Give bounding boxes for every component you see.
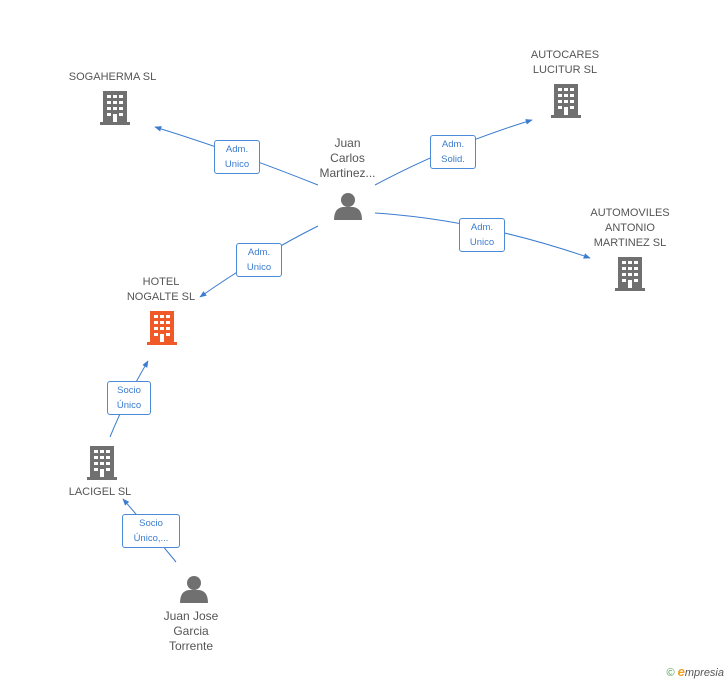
node-label-sogaherma[interactable]: SOGAHERMA SL	[68, 71, 157, 83]
building-icon[interactable]	[87, 446, 117, 480]
node-label-lacigel[interactable]: LACIGEL SL	[68, 486, 132, 498]
building-icon[interactable]	[615, 257, 645, 291]
brand-logo: e	[677, 664, 685, 679]
footer-brand: © empresia	[666, 664, 724, 679]
node-label-autocares[interactable]: AUTOCARES LUCITUR SL	[530, 49, 600, 76]
edge-label-socio-unico: Socio Único	[107, 381, 151, 415]
building-icon-highlighted[interactable]	[147, 311, 177, 345]
edge-label-adm-unico: Adm. Unico	[236, 243, 282, 277]
edge-label-adm-solid: Adm. Solid.	[430, 135, 476, 169]
person-icon[interactable]	[334, 193, 362, 220]
edge-label-socio-unico: Socio Único,...	[122, 514, 180, 548]
edge-label-adm-unico: Adm. Unico	[459, 218, 505, 252]
building-icon[interactable]	[100, 91, 130, 125]
node-label-juan-jose[interactable]: Juan Jose Garcia Torrente	[163, 609, 219, 653]
node-label-juan-carlos[interactable]: Juan Carlos Martinez...	[319, 136, 376, 180]
brand-name: mpresia	[684, 667, 724, 679]
node-label-hotel[interactable]: HOTEL NOGALTE SL	[126, 276, 196, 303]
copyright-icon: ©	[666, 667, 675, 679]
edge-label-adm-unico: Adm. Unico	[214, 140, 260, 174]
building-icon[interactable]	[551, 84, 581, 118]
node-label-automoviles[interactable]: AUTOMOVILES ANTONIO MARTINEZ SL	[590, 207, 670, 249]
person-icon[interactable]	[180, 576, 208, 603]
